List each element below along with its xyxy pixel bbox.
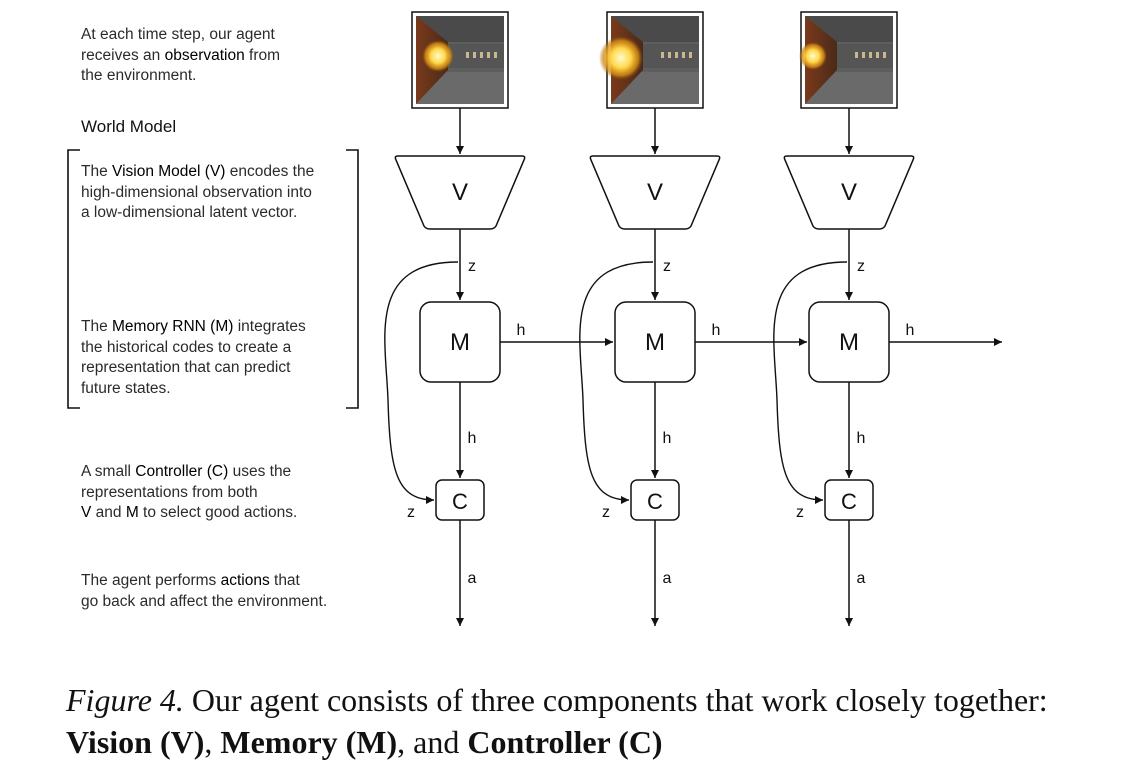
z-edge-label: z — [468, 258, 476, 275]
memory-node-label: M — [450, 329, 470, 356]
z-edge-label: z — [407, 504, 415, 521]
observation-detail — [473, 52, 476, 58]
fireball-icon — [422, 40, 454, 72]
z-edge-label: z — [857, 258, 865, 275]
observation-detail — [855, 52, 858, 58]
fireball-icon — [799, 42, 827, 70]
observation-detail — [862, 52, 865, 58]
caption-controller: Controller (C) — [467, 724, 663, 760]
observation-frame — [599, 11, 704, 109]
controller-node-label: C — [452, 489, 468, 514]
h-edge-label: h — [663, 430, 672, 447]
a-edge-label: a — [663, 570, 672, 587]
observation-detail — [494, 52, 497, 58]
controller-description: A small Controller (C) uses the represen… — [81, 463, 298, 521]
observation-frame — [799, 11, 898, 109]
observation-frame — [411, 11, 509, 109]
vision-node-label: V — [841, 179, 857, 206]
a-edge-label: a — [468, 570, 477, 587]
vision-description: The Vision Model (V) encodes the high-di… — [81, 163, 315, 221]
memory-description: The Memory RNN (M) integrates the histor… — [81, 318, 306, 397]
figure-label: Figure 4. — [66, 682, 184, 718]
a-edge-label: a — [857, 570, 866, 587]
observation-detail — [876, 52, 879, 58]
arrow-latent-to-controller — [384, 261, 459, 504]
controller-node-label: C — [841, 489, 857, 514]
observation-detail — [466, 52, 469, 58]
vision-model-node — [783, 155, 915, 230]
h-edge-label: h — [468, 430, 477, 447]
vision-node-label: V — [647, 179, 663, 206]
world-model-bracket-left — [67, 149, 80, 409]
observation-detail — [675, 52, 678, 58]
z-edge-label: z — [663, 258, 671, 275]
observation-detail — [682, 52, 685, 58]
arrow-latent-to-controller — [773, 261, 848, 504]
observation-detail — [480, 52, 483, 58]
observation-detail — [689, 52, 692, 58]
h-edge-label: h — [857, 430, 866, 447]
h-edge-label: h — [517, 322, 526, 339]
vision-model-node — [394, 155, 526, 230]
observation-detail — [668, 52, 671, 58]
z-edge-label: z — [796, 504, 804, 521]
vision-model-node — [589, 155, 721, 230]
arrow-latent-to-controller — [579, 261, 654, 504]
observation-description: At each time step, our agent receives an… — [81, 26, 281, 84]
controller-node-label: C — [647, 489, 663, 514]
actions-description: The agent performs actions that go back … — [81, 572, 328, 610]
observation-detail — [883, 52, 886, 58]
memory-node-label: M — [645, 329, 665, 356]
h-edge-label: h — [906, 322, 915, 339]
world-model-bracket-right — [346, 149, 359, 409]
vision-node-label: V — [452, 179, 468, 206]
world-model-heading: World Model — [81, 117, 177, 136]
figure-caption: Figure 4. Our agent consists of three co… — [66, 682, 1048, 760]
caption-memory: Memory (M) — [220, 724, 398, 760]
observation-detail — [661, 52, 664, 58]
h-edge-label: h — [712, 322, 721, 339]
fireball-icon — [599, 36, 643, 80]
z-edge-label: z — [602, 504, 610, 521]
memory-node-label: M — [839, 329, 859, 356]
caption-vision: Vision (V) — [66, 724, 205, 760]
observation-detail — [487, 52, 490, 58]
observation-detail — [869, 52, 872, 58]
